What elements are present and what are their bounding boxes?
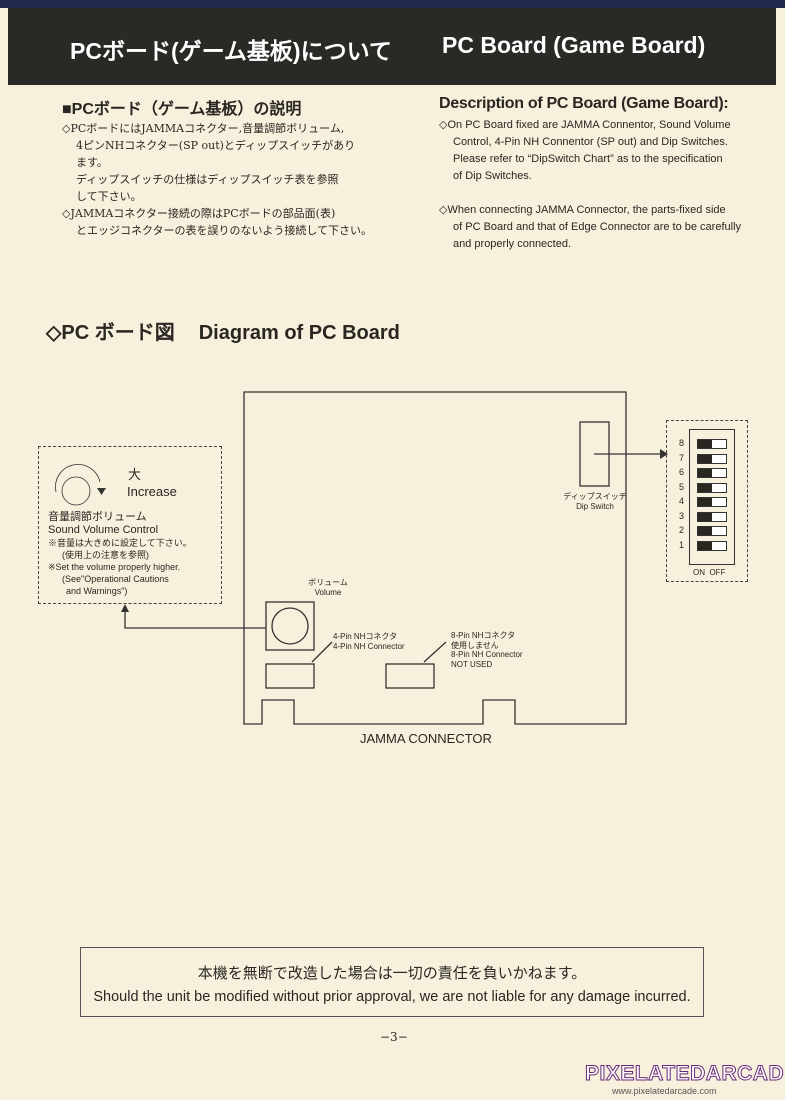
text-line: Dip Switch [576,501,614,511]
dip-switch-2 [697,526,727,536]
en-section-heading: Description of PC Board (Game Board): [439,95,729,112]
disclaimer-box: 本機を無断で改造した場合は一切の責任を負いかねます。 Should the un… [80,947,704,1017]
jamma-connector-label: JAMMA CONNECTOR [360,731,492,746]
text-line: Please refer to “DipSwitch Chart” as to … [453,153,723,165]
increase-label-jp: 大 [128,467,142,482]
volume-knob [271,607,309,645]
on-label: ON [693,568,705,577]
text-line: NOT USED [451,659,493,669]
text-line: ディップスイッチ [563,492,627,501]
dip-number: 7 [679,452,685,463]
text-line: ※音量は大きめに設定して下さい。 [48,538,192,548]
text-line: Control, 4-Pin NH Connentor (SP out) and… [453,136,728,148]
text-line: ボリューム [308,578,348,587]
text-line: ディップスイッチの仕様はディップスイッチ表を参照 [76,173,339,186]
dip-number: 6 [679,467,685,477]
dip-number: 1 [679,539,685,550]
dip-switch-1 [697,540,727,551]
dip-switch-5 [697,482,727,493]
top-border [0,0,785,8]
dip-number: 2 [679,525,685,535]
4-pin-connector [265,663,315,689]
en-description: ◇On PC Board fixed are JAMMA Connentor, … [439,117,759,253]
header-title-en: PC Board (Game Board) [442,32,706,58]
text-line: 4-Pin NHコネクタ [333,632,398,641]
text-line: 8-Pin NHコネクタ [451,631,516,640]
8-pin-label: 8-Pin NHコネクタ 使用しません 8-Pin NH Connector N… [451,631,523,669]
text-line: ◇When connecting JAMMA Connector, the pa… [439,204,726,216]
4-pin-label: 4-Pin NHコネクタ 4-Pin NH Connector [333,632,405,651]
dip-switch-body [689,429,735,565]
arrow-right-icon [660,449,668,459]
dip-number: 8 [679,438,685,448]
disclaimer-jp: 本機を無断で改造した場合は一切の責任を負いかねます。 [197,964,587,982]
text-line: Volume [314,587,342,597]
page-number: −3− [380,1030,408,1044]
diagram-title: ◇PC ボード図 Diagram of PC Board [46,316,400,345]
text-line: Sound Volume Control [48,524,159,536]
off-label: OFF [709,568,726,577]
jp-section-heading: ■PCボード（ゲーム基板）の説明 [62,101,302,118]
text-line: ます。 [76,156,108,169]
text-line: (使用上の注意を参照) [62,550,149,560]
text-line: and Warnings") [66,586,128,596]
diagram-title-en: Diagram of PC Board [198,322,400,344]
text-line: 8-Pin NH Connector [451,650,523,659]
text-line: ◇JAMMAコネクター接続の際はPCボードの部品面(表) [62,207,336,220]
text-line: ※Set the volume properly higher. [48,562,181,572]
volume-box [265,601,315,651]
text-line: ◇On PC Board fixed are JAMMA Connentor, … [439,119,731,131]
header-title-jp: PCボード(ゲーム基板)について [70,38,392,64]
dip-switch-3 [697,511,727,522]
volume-panel-text: 音量調節ボリューム Sound Volume Control ※音量は大きめに設… [48,511,192,597]
watermark-url: www.pixelatedarcade.com [612,1086,717,1096]
diagram-title-jp: ◇PC ボード図 [46,322,175,344]
dip-number: 3 [679,510,685,521]
rotate-arrow-icon [97,488,106,495]
dip-switch-panel: 8 7 6 5 4 3 2 1 ON OFF [666,420,748,582]
dip-number: 4 [679,496,685,506]
dip-switch-7 [697,453,727,464]
8-pin-connector [385,663,435,689]
watermark-logo: PIXELATEDARCADE [585,1062,785,1086]
dip-switch-8 [697,439,727,449]
text-line: of PC Board and that of Edge Connector a… [453,221,742,233]
arrow-up-icon [121,604,129,612]
pc-board-outline [243,391,627,725]
dip-switch-4 [697,497,727,507]
volume-label: ボリューム Volume [296,578,360,597]
text-line: 4-Pin NH Connector [333,641,405,651]
dip-switch-label: ディップスイッチ Dip Switch [555,492,635,511]
text-line: 4ピンNHコネクター(SP out)とディップスイッチがあり [76,139,356,152]
volume-panel [38,446,222,604]
text-line: (See"Operational Cautions [62,574,169,584]
disclaimer-en: Should the unit be modified without prio… [93,989,691,1005]
text-line: して下さい。 [76,190,142,203]
dip-number: 5 [679,481,685,492]
text-line: ◇PCボードにはJAMMAコネクター,音量調節ボリューム, [62,122,345,135]
dip-switch-6 [697,468,727,478]
text-line: とエッジコネクターの表を誤りのないよう接続して下さい。 [76,224,373,237]
increase-label-en: Increase [127,484,177,499]
text-line: 音量調節ボリューム [48,511,147,523]
dip-on-off-label: ON OFF [693,568,725,577]
jp-description: ◇PCボードにはJAMMAコネクター,音量調節ボリューム, 4ピンNHコネクター… [62,120,402,239]
text-line: of Dip Switches. [453,170,532,182]
text-line: 使用しません [451,640,499,650]
text-line: and properly connected. [453,238,572,250]
page-header: PCボード(ゲーム基板)について PC Board (Game Board) [8,8,776,85]
